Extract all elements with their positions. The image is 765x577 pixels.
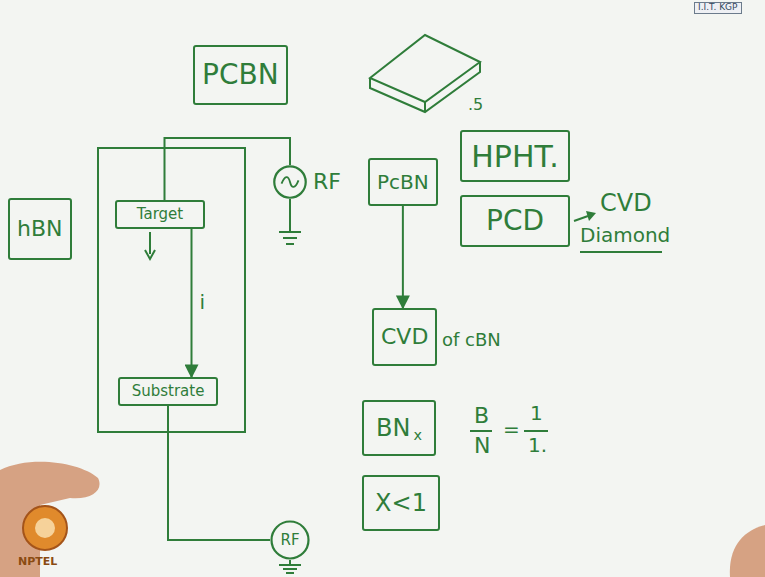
circle-outline	[273, 165, 307, 199]
rf-source: RF	[270, 520, 310, 560]
rf-source: RF	[273, 165, 307, 199]
node-label: PCBN	[202, 60, 279, 91]
slab-sketch	[370, 62, 480, 112]
ground-symbol	[279, 231, 301, 233]
node-label: RF	[280, 532, 299, 549]
arrow-head	[586, 211, 596, 221]
process-box: HPHT.	[460, 130, 570, 182]
logo-disc	[35, 518, 55, 538]
leader-line	[574, 216, 588, 221]
process-box: CVD	[372, 308, 437, 366]
hand	[730, 525, 765, 577]
node-label: hBN	[17, 217, 63, 241]
current-label: i	[198, 291, 208, 313]
ground-symbol	[286, 572, 294, 574]
formula-box: BNx	[362, 400, 436, 456]
ground-symbol	[283, 237, 297, 239]
node-label: PcBN	[377, 171, 429, 193]
circle-outline	[272, 522, 309, 559]
connector	[191, 229, 193, 378]
ratio-term: N	[474, 434, 490, 458]
node-label: CVD	[381, 325, 428, 349]
circle-outline	[274, 166, 305, 197]
chamber-outline	[98, 148, 245, 432]
node-label: Substrate	[132, 383, 205, 400]
logo-disc	[23, 506, 67, 550]
subscript: x	[413, 428, 422, 444]
ratio-term: B	[474, 404, 489, 428]
note-text: of cBN	[442, 330, 501, 350]
flux-arrow	[145, 250, 155, 259]
material-box: PcBN	[368, 158, 438, 206]
note-text: CVD	[600, 190, 652, 216]
connector	[165, 138, 291, 200]
watermark: I.I.T. KGP	[694, 2, 742, 14]
ground-wire	[289, 199, 291, 232]
formula-box: X<1	[362, 475, 440, 531]
ground-symbol	[286, 243, 294, 245]
target-box: Target	[115, 200, 205, 229]
material-box: PCD	[460, 195, 570, 247]
hand	[0, 462, 100, 577]
watermark: NPTEL	[18, 556, 57, 568]
fraction-bar	[470, 430, 492, 432]
note-text: .5	[468, 96, 483, 114]
flux-arrow	[149, 232, 151, 254]
ground-symbol	[283, 568, 297, 570]
ac-symbol	[282, 177, 299, 187]
ratio-term: 1	[530, 402, 543, 424]
note-text: Diamond	[580, 224, 670, 246]
node-label: BN	[376, 415, 410, 441]
slab-sketch	[370, 35, 480, 102]
connector	[402, 206, 404, 308]
underline	[580, 251, 662, 253]
node-label: RF	[313, 170, 341, 194]
node-label: Target	[137, 206, 183, 223]
ratio-sign: =	[503, 418, 520, 440]
ratio-term: 1.	[528, 434, 547, 456]
material-box: PCBN	[193, 45, 288, 105]
connector	[168, 406, 270, 541]
fraction-bar	[524, 430, 548, 432]
node-label: X<1	[375, 490, 427, 516]
ground-symbol	[279, 564, 301, 566]
node-label: PCD	[486, 206, 544, 237]
substrate-box: Substrate	[118, 377, 218, 406]
node-label: HPHT.	[471, 140, 559, 173]
material-box: hBN	[8, 198, 72, 260]
